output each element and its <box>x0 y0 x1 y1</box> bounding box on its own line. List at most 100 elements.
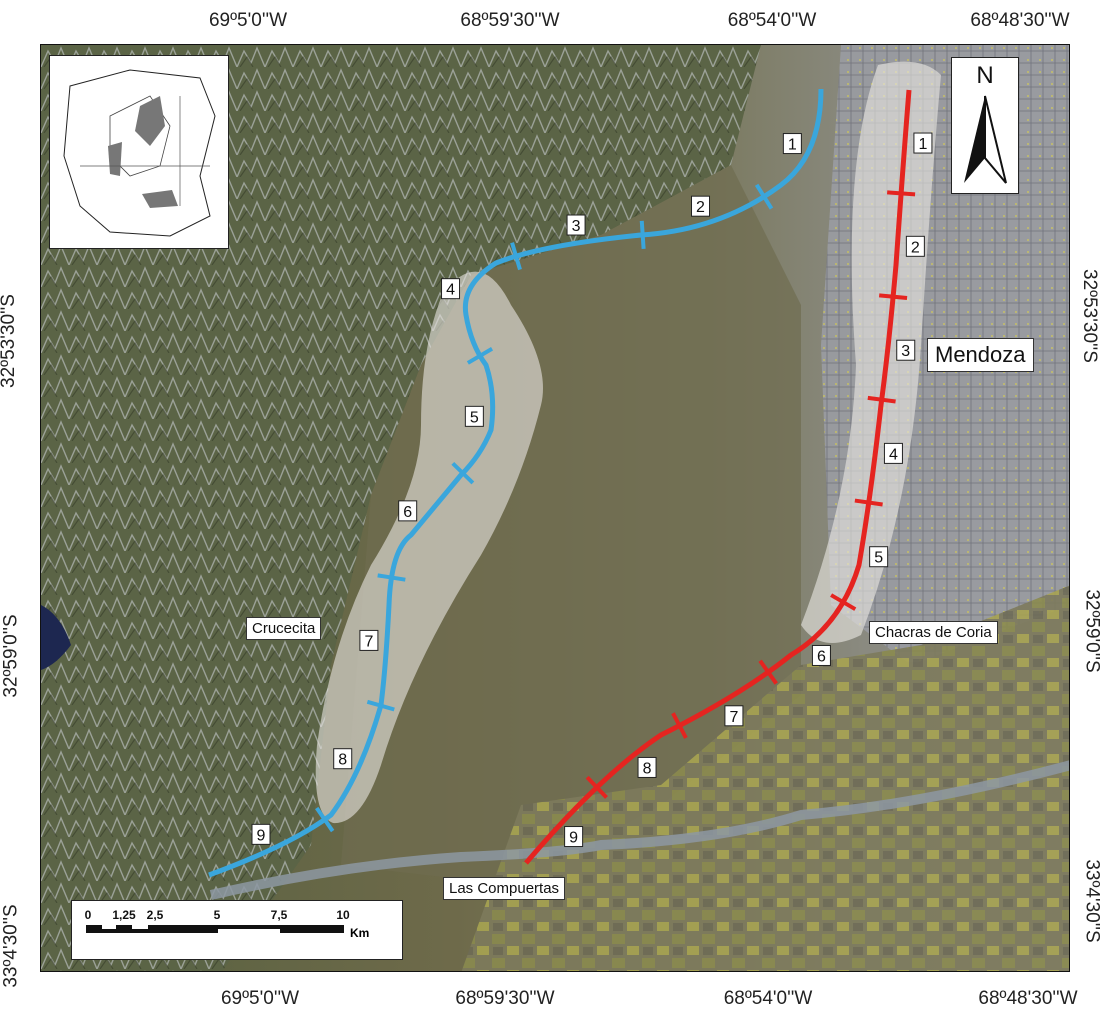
route-segment-tick <box>854 498 883 507</box>
route-segment-label: 8 <box>637 756 657 778</box>
route-segment-number: 2 <box>696 199 705 216</box>
route-segment-label-box <box>441 278 461 300</box>
satellite-map: 1 2 3 4 5 6 7 8 9 1 2 3 4 5 6 7 8 9 <box>41 45 1069 971</box>
route-segment-tick <box>377 573 406 582</box>
route-segment-number: 5 <box>874 550 883 567</box>
red-route-labels: 1 2 3 4 5 6 7 8 9 <box>564 132 933 848</box>
place-label-las-compuertas: Las Compuertas <box>443 877 566 900</box>
route-segment-tick <box>585 775 608 799</box>
route-segment-label: 8 <box>333 748 353 770</box>
route-segment-label-box <box>464 405 484 427</box>
scale-bar: 0 1,25 2,5 5 7,5 10 Km <box>71 900 403 960</box>
route-segment-number: 9 <box>569 830 578 847</box>
place-label-mendoza: Mendoza <box>927 338 1034 372</box>
scale-tick-label: 1,25 <box>112 908 136 922</box>
right-tick-label: 32º53'30''S <box>1078 269 1100 363</box>
route-segment-label-box <box>724 705 744 727</box>
route-segment-tick <box>830 593 857 611</box>
route-segment-label: 1 <box>782 133 802 155</box>
route-segment-number: 6 <box>403 504 412 521</box>
route-segment-number: 3 <box>572 218 581 235</box>
bottom-tick-label: 68º59'30''W <box>455 988 555 1009</box>
route-segment-tick <box>510 242 522 271</box>
route-segment-number: 8 <box>643 760 652 777</box>
red-route-ticks <box>585 190 916 799</box>
route-segment-label-box <box>782 133 802 155</box>
route-segment-label: 9 <box>564 826 584 848</box>
route-segment-tick <box>878 293 908 301</box>
route-segment-tick <box>466 347 494 365</box>
river <box>209 760 1069 900</box>
route-segment-label-box <box>398 500 418 522</box>
mountain-texture <box>41 45 761 971</box>
route-segment-number: 9 <box>257 827 266 844</box>
route-segment-label-box <box>564 826 584 848</box>
blue-route-line[interactable] <box>208 88 824 878</box>
place-label-chacras-de-coria: Chacras de Coria <box>869 621 998 644</box>
route-segment-tick <box>366 699 395 712</box>
left-tick-label: 32º53'30''S <box>0 294 19 388</box>
route-segment-label: 5 <box>464 405 484 427</box>
route-segment-label: 2 <box>905 235 925 257</box>
route-segment-label: 6 <box>811 644 831 666</box>
route-segment-label: 4 <box>883 442 903 464</box>
bottom-tick-label: 68º54'0''W <box>723 988 813 1009</box>
left-tick-label: 33º4'30''S <box>0 904 22 988</box>
route-segment-tick <box>671 712 688 739</box>
route-segment-label-box <box>251 823 271 845</box>
route-segment-label: 5 <box>869 546 889 568</box>
right-tick-label: 33º4'30''S <box>1081 859 1103 943</box>
inset-map-graphic <box>63 69 216 237</box>
north-arrow-icon <box>964 95 1007 184</box>
blue-route-ticks <box>315 183 774 833</box>
blue-route-labels: 1 2 3 4 5 6 7 8 9 <box>251 133 802 845</box>
route-segment-number: 4 <box>446 282 455 299</box>
route-segment-label-box <box>869 546 889 568</box>
top-tick-label: 68º54'0''W <box>727 10 817 31</box>
route-segment-label: 7 <box>724 705 744 727</box>
scale-tick-label: 0 <box>84 908 92 922</box>
route-segment-number: 8 <box>338 752 347 769</box>
route-segment-number: 6 <box>817 648 826 665</box>
bottom-tick-label: 69º5'0''W <box>220 988 300 1009</box>
red-route-line[interactable] <box>524 89 912 865</box>
route-segment-label-box <box>905 235 925 257</box>
route-segment-tick <box>867 395 896 404</box>
route-segment-tick <box>754 183 774 210</box>
route-segment-label: 3 <box>566 214 586 236</box>
scale-tick-label: 2,5 <box>146 908 164 922</box>
route-segment-label: 1 <box>913 132 933 154</box>
route-segment-label: 6 <box>398 500 418 522</box>
place-label-crucecita: Crucecita <box>246 617 322 640</box>
route-segment-number: 2 <box>911 239 920 256</box>
inset-locator-map <box>49 55 229 249</box>
route-segment-number: 7 <box>729 709 738 726</box>
bottom-tick-label: 68º48'30''W <box>978 988 1078 1009</box>
route-segment-number: 4 <box>889 446 898 463</box>
scale-tick-label: 7,5 <box>270 908 288 922</box>
route-segment-label: 7 <box>359 629 379 651</box>
highlight-zone-east <box>801 61 941 643</box>
route-segment-label: 9 <box>251 823 271 845</box>
route-segment-label-box <box>811 644 831 666</box>
left-tick-label: 32º59'0''S <box>0 614 22 698</box>
route-segment-label-box <box>913 132 933 154</box>
top-tick-label: 68º48'30''W <box>970 10 1070 31</box>
route-segment-tick <box>639 220 646 249</box>
route-segment-label: 2 <box>691 195 711 217</box>
north-arrow: N <box>951 57 1019 194</box>
top-tick-label: 69º5'0''W <box>208 10 288 31</box>
north-letter: N <box>976 62 994 89</box>
route-segment-tick <box>451 461 475 485</box>
agricultural-fields <box>461 585 1069 971</box>
route-segment-number: 3 <box>901 343 910 360</box>
scale-bar-graphic <box>86 925 344 933</box>
route-segment-label-box <box>896 339 916 361</box>
route-segment-label-box <box>359 629 379 651</box>
route-segment-label: 4 <box>441 278 461 300</box>
highlight-zone-west <box>315 271 543 824</box>
right-tick-label: 32º59'0''S <box>1081 589 1103 673</box>
scale-unit: Km <box>350 926 370 940</box>
route-segment-label-box <box>566 214 586 236</box>
